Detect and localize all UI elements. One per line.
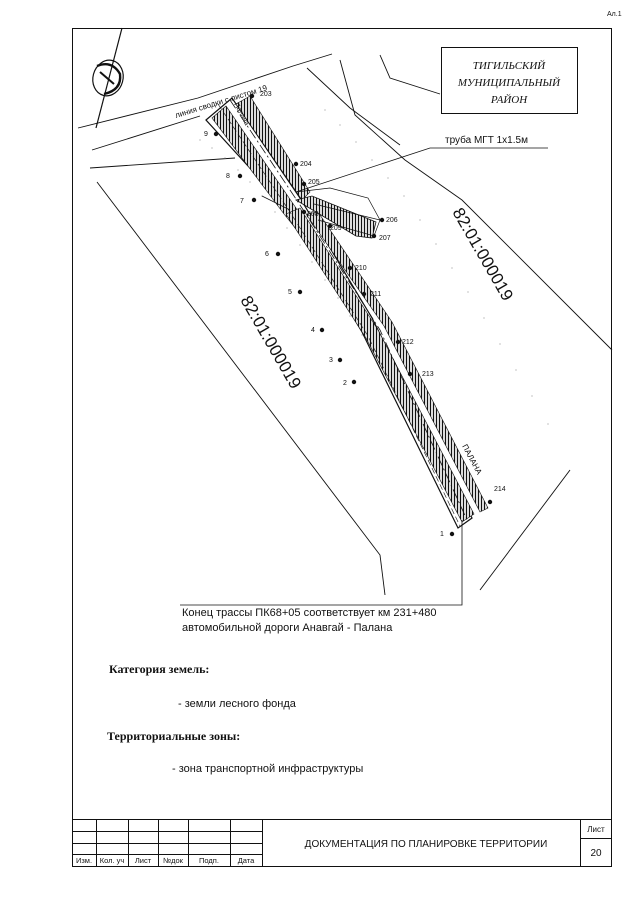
- leader-lines: [180, 147, 548, 606]
- stamp-col-podp: Подп.: [199, 856, 219, 865]
- land-category-value: - земли лесного фонда: [178, 698, 296, 710]
- document-title: ДОКУМЕНТАЦИЯ ПО ПЛАНИРОВКЕ ТЕРРИТОРИИ: [305, 839, 548, 850]
- road-end-note-line2: автомобильной дороги Анавгай - Палана: [182, 622, 393, 634]
- point-label: 1: [440, 531, 444, 538]
- map-linework: [77, 53, 613, 596]
- stamp-col-data: Дата: [238, 856, 255, 865]
- boundary-points: [213, 93, 493, 537]
- district-line-3: РАЙОН: [490, 94, 528, 106]
- point-label: 208: [307, 211, 319, 218]
- point-label: 7: [240, 198, 244, 205]
- road-end-note-line1: Конец трассы ПК68+05 соответствует км 23…: [182, 607, 437, 619]
- stamp-col-doc: №док: [163, 856, 184, 865]
- point-labels-right: 203 204 205 206 207 208 209 210 211 212 …: [260, 91, 506, 493]
- point-labels-left: 9 8 7 6 5 4 3 2 1: [204, 131, 444, 538]
- point-label: 206: [386, 217, 398, 224]
- sheet-frame: [72, 28, 612, 867]
- sheet-number: 20: [590, 848, 602, 859]
- pipe-label: труба МГТ 1х1.5м: [445, 134, 528, 146]
- stamp-column-headers: Изм. Кол. уч Лист №док Подп. Дата: [76, 856, 255, 865]
- cadastral-number-right: 82:01:000019: [449, 205, 517, 305]
- point-label: 204: [300, 161, 312, 168]
- stamp-col-kol: Кол. уч: [100, 856, 125, 865]
- point-label: 211: [370, 291, 381, 298]
- point-label: 210: [355, 265, 367, 272]
- sheet-label: Лист: [587, 825, 605, 834]
- road-corridor: [205, 95, 489, 529]
- point-label: 203: [260, 91, 272, 98]
- point-label: 9: [204, 131, 208, 138]
- district-line-1: ТИГИЛЬСКИЙ: [473, 60, 547, 72]
- title-block: [72, 819, 611, 866]
- territorial-zones-value: - зона транспортной инфраструктуры: [172, 763, 364, 775]
- stamp-col-izm: Изм.: [76, 856, 92, 865]
- point-label: 213: [422, 371, 434, 378]
- district-line-2: МУНИЦИПАЛЬНЫЙ: [457, 77, 561, 89]
- corner-mark: Ал.1: [607, 11, 622, 18]
- north-arrow-icon: [92, 27, 124, 129]
- territorial-zones-heading: Территориальные зоны:: [107, 729, 241, 743]
- cadastral-number-left: 82:01:000019: [237, 293, 305, 393]
- district-box: [441, 47, 578, 114]
- land-category-heading: Категория земель:: [109, 662, 210, 676]
- point-label: 212: [402, 339, 414, 346]
- point-label: 209: [330, 225, 342, 232]
- point-label: 2: [343, 380, 347, 387]
- stamp-col-list: Лист: [135, 856, 152, 865]
- point-label: 5: [288, 289, 292, 296]
- point-label: 4: [311, 327, 315, 334]
- point-label: 8: [226, 173, 230, 180]
- point-label: 207: [379, 235, 391, 242]
- point-label: 205: [308, 179, 320, 186]
- point-label: 3: [329, 357, 333, 364]
- point-label: 6: [265, 251, 269, 258]
- point-label: 214: [494, 486, 506, 493]
